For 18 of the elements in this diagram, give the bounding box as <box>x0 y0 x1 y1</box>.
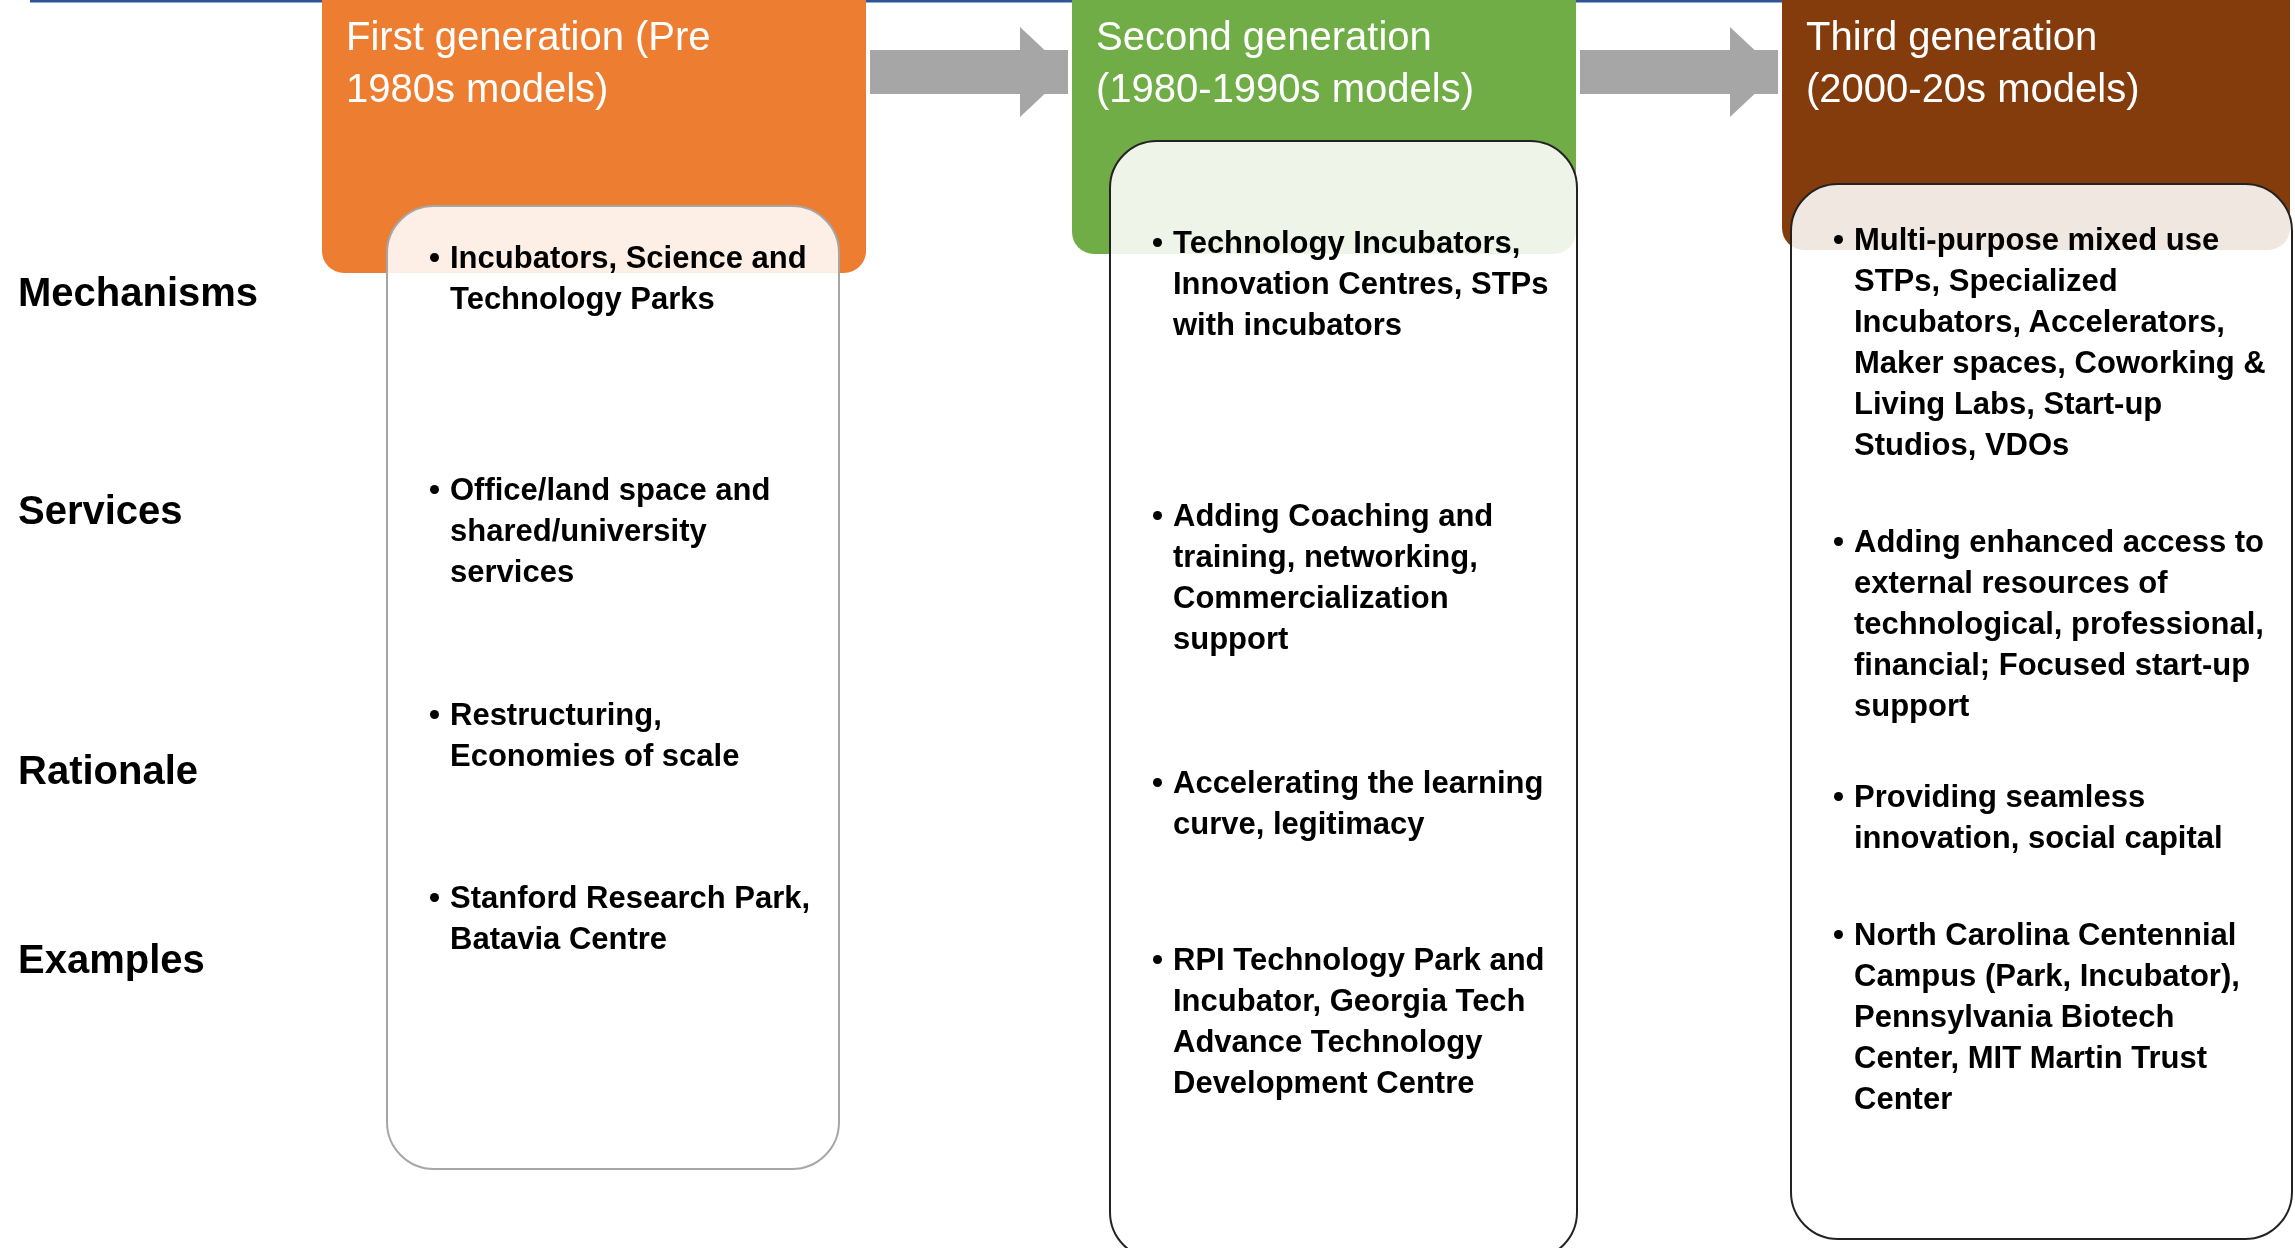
row-label: Services <box>18 488 183 533</box>
bullet-text: Office/land space and shared/university services <box>428 469 818 592</box>
bullet-text: RPI Technology Park and Incubator, Georgia Tech Advance Technology Development Centre <box>1151 939 1556 1103</box>
block-arrow <box>1580 27 1778 117</box>
bullet-text: Restructuring, Economies of scale <box>428 694 818 776</box>
content-panel <box>1109 140 1578 1248</box>
bullet-text: North Carolina Centennial Campus (Park, Incubator), Pennsylvania Biotech Center, MIT Martin Trust Center <box>1832 914 2271 1119</box>
bullet-text: Stanford Research Park, Batavia Centre <box>428 877 818 959</box>
row-label: Examples <box>18 937 205 982</box>
block-arrow <box>870 27 1068 117</box>
bullet-text: Providing seamless innovation, social capital <box>1832 776 2271 858</box>
row-label: Rationale <box>18 748 199 793</box>
content-panel <box>386 205 840 1170</box>
bullet-text: Adding enhanced access to external resources of technological, professional, financial; Focused start-up support <box>1832 521 2271 726</box>
bullet-text: Accelerating the learning curve, legitimacy <box>1151 762 1556 844</box>
row-label: Mechanisms <box>18 270 259 315</box>
content-panel <box>1790 183 2293 1240</box>
bullet-text: Adding Coaching and training, networking, Commercialization support <box>1151 495 1556 659</box>
